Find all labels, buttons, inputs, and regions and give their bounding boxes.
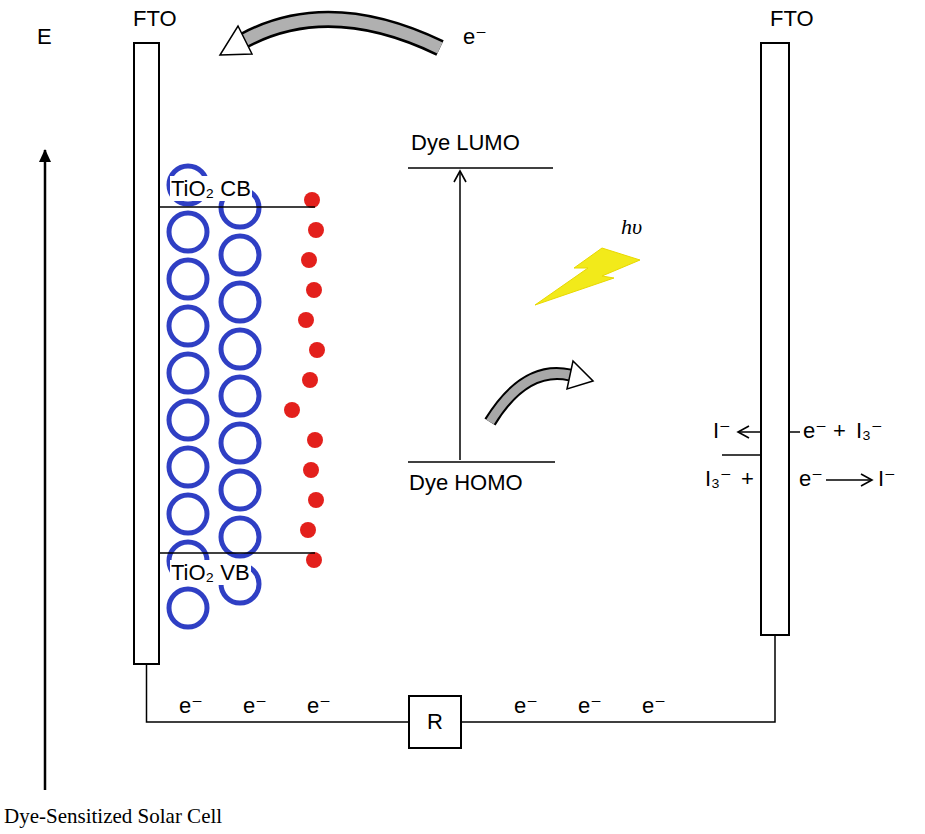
tio2-particle <box>169 448 207 486</box>
tio2-particle <box>221 377 259 415</box>
tio2-particle <box>221 283 259 321</box>
figure-caption: Dye-Sensitized Solar Cell <box>4 804 222 829</box>
electron-flow-label: e⁻ e⁻ e⁻ <box>511 693 669 718</box>
tio2-particle <box>169 213 207 251</box>
resistor-label: R <box>427 709 443 734</box>
tio2-particle <box>221 471 259 509</box>
dye-molecule <box>301 252 317 268</box>
tio2-particle <box>221 518 259 556</box>
ion-symbol: I⁻ <box>712 418 732 443</box>
dye-molecule <box>306 552 322 568</box>
dye-molecule <box>308 492 324 508</box>
homo-level <box>408 461 555 463</box>
fto-electrode: FTO <box>133 42 160 665</box>
tio2-particle <box>221 330 259 368</box>
dye-molecule <box>308 222 324 238</box>
level-label: Dye HOMO <box>408 470 524 495</box>
regeneration-arrow <box>490 361 593 422</box>
circuit-wire <box>147 665 409 722</box>
tio2-particle <box>169 401 207 439</box>
electrode-label: FTO <box>770 6 814 31</box>
dye-molecule <box>284 402 300 418</box>
tio2-particle <box>169 354 207 392</box>
electron-flow-label: e⁻ e⁻ e⁻ <box>176 693 334 718</box>
tio2-particle <box>169 260 207 298</box>
dye-molecule <box>304 192 320 208</box>
dye-molecule <box>302 372 318 388</box>
tio2-particle <box>169 589 207 627</box>
lumo-level <box>408 167 553 169</box>
dye-molecule <box>306 282 322 298</box>
tio2-particle <box>169 495 207 533</box>
reaction-divider <box>722 454 760 456</box>
electrode-label: FTO <box>133 6 177 31</box>
tio2-cb-level <box>160 206 315 208</box>
fto-electrode: FTO <box>760 42 790 636</box>
circuit-wire <box>462 636 775 722</box>
energy-axis-label: E <box>36 24 53 49</box>
injection-arrow <box>220 19 440 55</box>
dye-molecule <box>300 522 316 538</box>
energy-axis <box>44 150 47 790</box>
plus-sign: + <box>832 418 847 443</box>
reduction-arrow <box>826 479 872 481</box>
level-label: TiO₂ CB <box>170 176 252 201</box>
ion-symbol: I₃⁻ <box>855 418 884 443</box>
photon-symbol: hυ <box>620 214 643 239</box>
resistor-box: R <box>408 695 462 749</box>
dye-molecule <box>309 342 325 358</box>
ion-symbol: I⁻ <box>877 466 897 491</box>
dye-molecule <box>298 312 314 328</box>
level-label: Dye LUMO <box>410 130 521 155</box>
tio2-particle <box>221 424 259 462</box>
tio2-particle <box>169 307 207 345</box>
level-label: TiO₂ VB <box>170 560 251 585</box>
dye-molecule <box>307 432 323 448</box>
excitation-arrow <box>459 171 461 460</box>
electron-symbol: e⁻ <box>462 24 488 49</box>
light-bolt <box>535 248 640 305</box>
electron-symbol: e⁻ <box>802 418 828 443</box>
tio2-particles <box>169 166 325 627</box>
tio2-vb-level <box>160 552 315 554</box>
tio2-particle <box>221 236 259 274</box>
plus-sign: + <box>740 466 755 491</box>
dye-molecule <box>303 462 319 478</box>
electron-symbol: e⁻ <box>798 466 824 491</box>
ion-symbol: I₃⁻ <box>704 466 733 491</box>
